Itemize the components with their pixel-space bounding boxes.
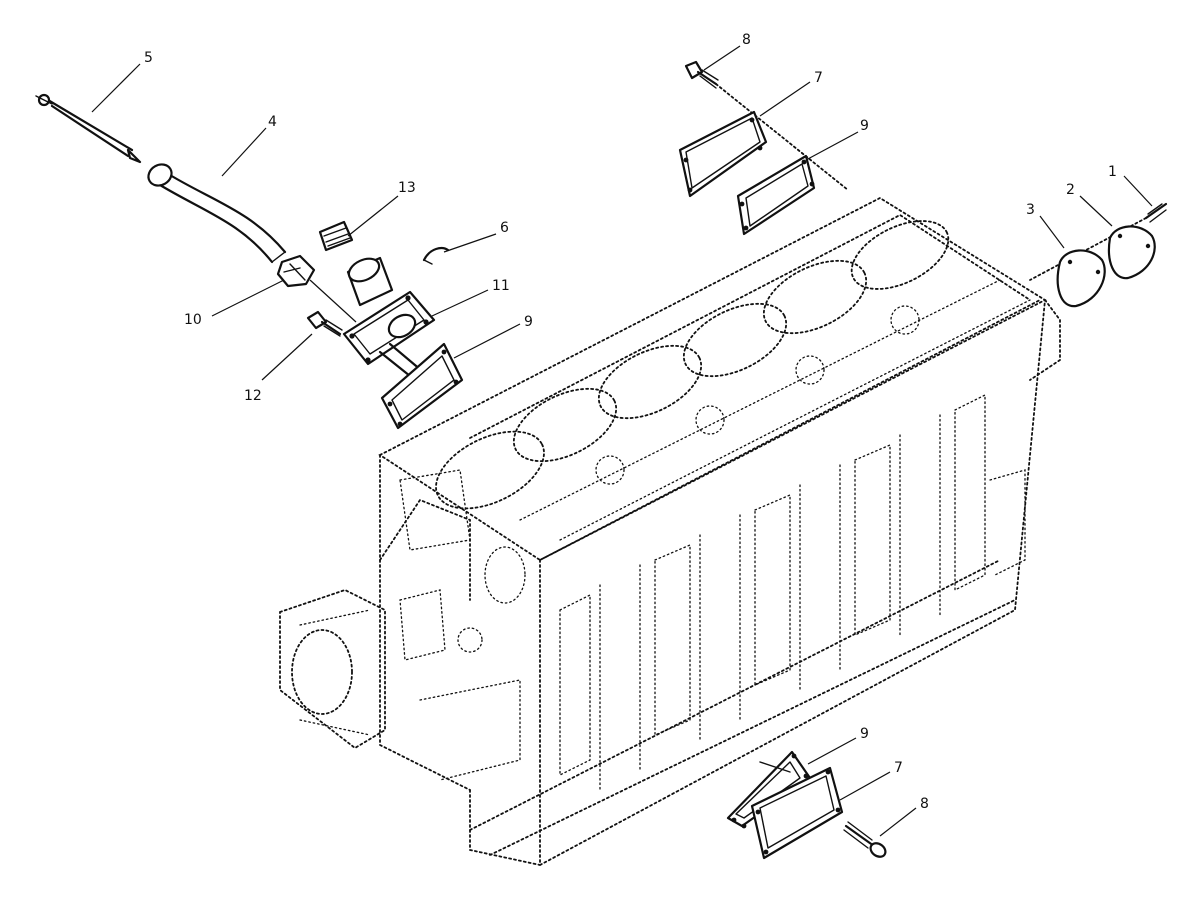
- callout-9: 9: [860, 118, 869, 134]
- part-6-clip: [422, 247, 450, 265]
- part-5-dipstick: [35, 93, 142, 164]
- part-7-cover-bottom: [750, 766, 844, 860]
- callout-8: 8: [742, 32, 751, 48]
- callout-4: 4: [268, 114, 277, 130]
- part-7-cover-top: [678, 110, 768, 198]
- callout-7: 7: [814, 70, 823, 86]
- callout-8: 8: [920, 796, 929, 812]
- leader-lines: [91, 45, 1153, 837]
- part-3-gasket-disc: [1056, 249, 1106, 308]
- part-13-breather-cap: [318, 220, 354, 252]
- callout-2: 2: [1066, 182, 1075, 198]
- part-9-gasket-top: [736, 154, 816, 236]
- part-12-bolt: [306, 310, 343, 337]
- callout-9: 9: [524, 314, 533, 330]
- callout-10: 10: [184, 312, 202, 328]
- callout-11: 11: [492, 278, 510, 294]
- callout-5: 5: [144, 50, 153, 66]
- part-2-cover-disc: [1107, 225, 1156, 280]
- callout-12: 12: [244, 388, 262, 404]
- engine-block: [279, 196, 1061, 867]
- part-11-filler-housing: [309, 256, 436, 387]
- part-10-union-nut: [276, 254, 316, 288]
- part-9-gasket-left: [380, 342, 464, 430]
- callout-13: 13: [398, 180, 416, 196]
- part-4-dipstick-tube: [147, 163, 287, 264]
- callout-3: 3: [1026, 202, 1035, 218]
- callout-6: 6: [500, 220, 509, 236]
- part-8-bolt-top: [684, 60, 849, 191]
- callout-7: 7: [894, 760, 903, 776]
- callout-1: 1: [1108, 164, 1117, 180]
- callout-labels: 5 4 13 6 11 9 10 12 8 7 9 1 2 3 9 7 8: [144, 32, 1117, 812]
- callout-9: 9: [860, 726, 869, 742]
- part-8-bolt-bottom: [843, 821, 887, 858]
